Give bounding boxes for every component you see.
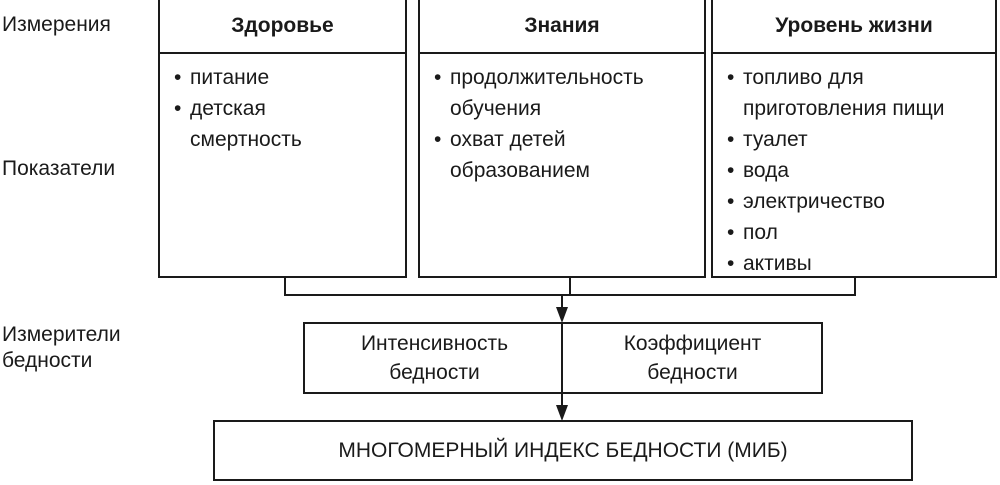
indicator-item: •вода <box>727 159 790 182</box>
indicator-item: •активы <box>727 252 812 275</box>
indicator-item: •охват детей образованием <box>434 128 590 182</box>
dimension-box-living-standards: Уровень жизни •топливо для приготовления… <box>711 0 997 278</box>
measure-intensity: Интенсивность бедности <box>360 332 509 384</box>
row-label-dimensions: Измерения <box>2 13 111 36</box>
indicator-item: •электричество <box>727 190 885 213</box>
indicator-list: •питание •детская смертность <box>160 54 405 155</box>
indicator-item: •топливо для приготовления пищи <box>727 66 945 120</box>
indicator-item: •пол <box>727 221 778 244</box>
dimension-box-knowledge: Знания •продолжительность обучения •охва… <box>418 0 706 278</box>
indicator-item: •продолжительность обучения <box>434 66 644 120</box>
indicator-item: •туалет <box>727 128 808 151</box>
dimension-title: Уровень жизни <box>713 0 995 54</box>
result-box: МНОГОМЕРНЫЙ ИНДЕКС БЕДНОСТИ (МИБ) <box>213 420 913 481</box>
indicator-list: •продолжительность обучения •охват детей… <box>420 54 704 186</box>
row-label-measures: Измерители бедности <box>2 323 121 372</box>
dimension-title: Знания <box>420 0 704 54</box>
dimension-box-health: Здоровье •питание •детская смертность <box>158 0 407 278</box>
indicator-item: •питание <box>174 66 270 89</box>
measures-box: Интенсивность бедности Коэффициент бедно… <box>303 322 823 394</box>
row-label-indicators: Показатели <box>2 157 116 180</box>
dimension-title: Здоровье <box>160 0 405 54</box>
indicator-item: •детская смертность <box>174 97 302 151</box>
result-title: МНОГОМЕРНЫЙ ИНДЕКС БЕДНОСТИ (МИБ) <box>338 438 788 462</box>
arrow-head-icon <box>556 405 568 421</box>
arrow-head-icon <box>556 307 568 323</box>
indicator-list: •топливо для приготовления пищи •туалет … <box>713 54 995 279</box>
measure-headcount: Коэффициент бедности <box>623 332 762 384</box>
